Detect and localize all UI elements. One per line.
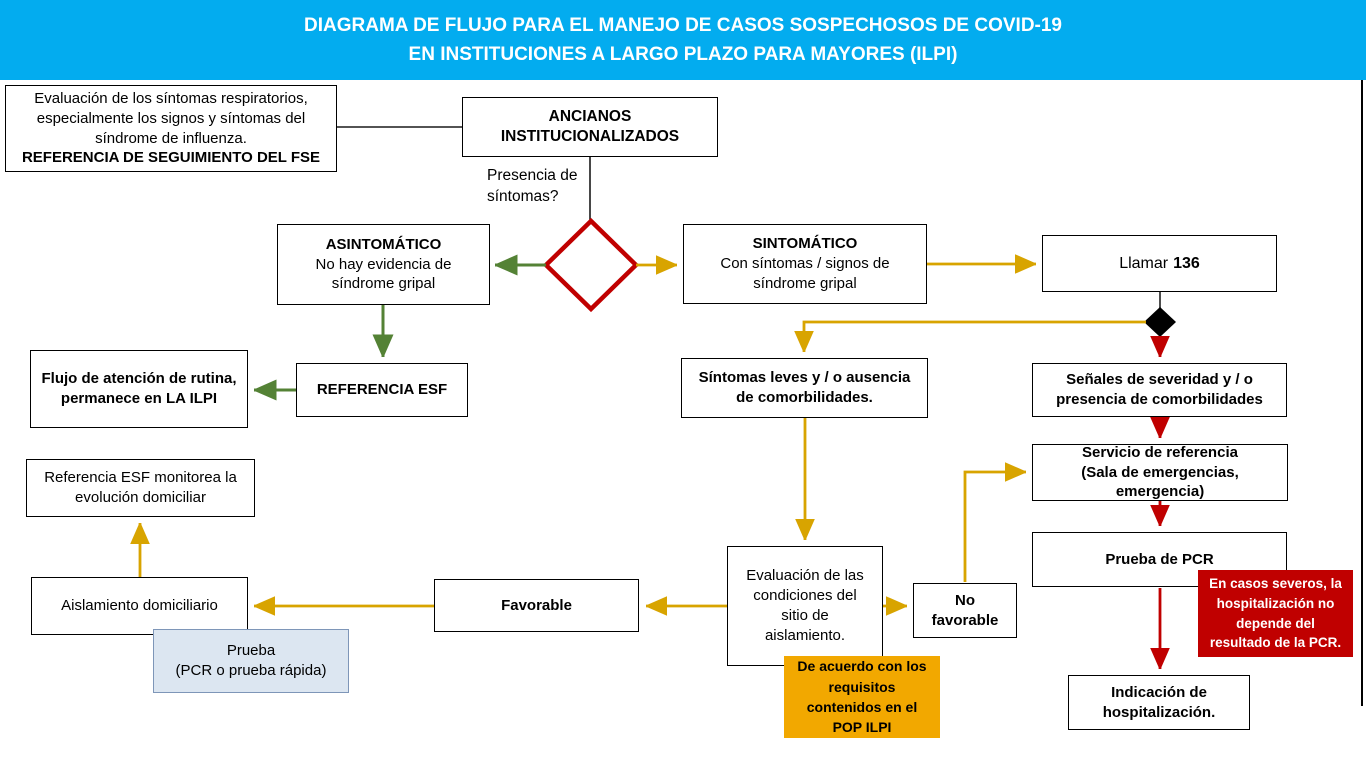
referencia-monitorea-label: Referencia ESF monitorea la evolución do… [44, 469, 237, 506]
referencia-esf-label: REFERENCIA ESF [316, 381, 448, 399]
sintomatico-title: SINTOMÁTICO [752, 235, 858, 253]
node-sintomas-leves: Síntomas leves y / o ausencia de comorbi… [681, 358, 928, 418]
llamar-prefix: Llamar [1119, 254, 1169, 272]
evaluacion-label: Evaluación de las condiciones del sitio … [746, 567, 864, 644]
node-flujo-rutina: Flujo de atención de rutina, permanece e… [30, 350, 248, 428]
ancianos-label: ANCIANOS INSTITUCIONALIZADOS [500, 107, 680, 145]
sintomatico-subtitle: Con síntomas / signos de síndrome gripal [720, 255, 890, 292]
node-sintomatico: SINTOMÁTICO Con síntomas / signos de sín… [683, 224, 927, 304]
note-casos-severos: En casos severos, la hospitalización no … [1198, 570, 1353, 657]
prueba-rapida-line1: Prueba [226, 642, 276, 660]
node-no-favorable: No favorable [913, 583, 1017, 638]
llamar-number: 136 [1173, 254, 1200, 272]
no-favorable-label: No favorable [931, 591, 999, 629]
senales-severidad-label: Señales de severidad y / o presencia de … [1056, 371, 1263, 408]
title-line-1: DIAGRAMA DE FLUJO PARA EL MANEJO DE CASO… [304, 14, 1062, 36]
title-line-2: EN INSTITUCIONES A LARGO PLAZO PARA MAYO… [408, 44, 958, 65]
note-prueba-rapida: Prueba (PCR o prueba rápida) [153, 629, 349, 693]
indicacion-label: Indicación de hospitalización. [1102, 683, 1216, 721]
servicio-referencia-line1: Servicio de referencia [1082, 443, 1238, 461]
title-banner: DIAGRAMA DE FLUJO PARA EL MANEJO DE CASO… [0, 0, 1366, 80]
prueba-pcr-label: Prueba de PCR [1105, 550, 1214, 568]
pop-ilpi-text: De acuerdo con los requisitos contenidos… [797, 658, 927, 736]
fse-note-text: Evaluación de los síntomas respiratorios… [34, 89, 308, 147]
decision-diamond [542, 217, 640, 313]
node-servicio-referencia: Servicio de referencia (Sala de emergenc… [1032, 444, 1288, 501]
favorable-label: Favorable [501, 596, 572, 614]
node-fse-note: Evaluación de los síntomas respiratorios… [5, 85, 337, 172]
node-senales-severidad: Señales de severidad y / o presencia de … [1032, 363, 1287, 417]
node-asintomatico: ASINTOMÁTICO No hay evidencia de síndrom… [277, 224, 490, 305]
arrow-junction-to-sintomas-leves [804, 320, 1146, 352]
servicio-referencia-line2: (Sala de emergencias, emergencia) [1081, 463, 1239, 501]
node-referencia-esf: REFERENCIA ESF [296, 363, 468, 417]
node-evaluacion-condiciones: Evaluación de las condiciones del sitio … [727, 546, 883, 666]
node-indicacion-hospitalizacion: Indicación de hospitalización. [1068, 675, 1250, 730]
aislamiento-label: Aislamiento domiciliario [61, 597, 218, 615]
asintomatico-subtitle: No hay evidencia de síndrome gripal [315, 255, 452, 293]
node-ancianos: ANCIANOS INSTITUCIONALIZADOS [462, 97, 718, 157]
node-referencia-monitorea: Referencia ESF monitorea la evolución do… [26, 459, 255, 517]
note-pop-ilpi: De acuerdo con los requisitos contenidos… [784, 656, 940, 738]
asintomatico-title: ASINTOMÁTICO [325, 235, 442, 253]
prueba-rapida-line2: (PCR o prueba rápida) [175, 662, 327, 679]
fse-note-bold-text: REFERENCIA DE SEGUIMIENTO DEL FSE [21, 149, 321, 167]
sintomas-leves-label: Síntomas leves y / o ausencia de comorbi… [698, 369, 911, 406]
node-favorable: Favorable [434, 579, 639, 632]
junction-diamond [1144, 307, 1176, 337]
node-aislamiento-domiciliario: Aislamiento domiciliario [31, 577, 248, 635]
decision-question-label: Presencia de síntomas? [487, 167, 578, 205]
note-casos-severos-text: En casos severos, la hospitalización no … [1209, 576, 1342, 651]
arrow-no-favorable-to-servicio [963, 472, 1026, 582]
node-llamar-136: Llamar 136 [1042, 235, 1277, 292]
flujo-rutina-label: Flujo de atención de rutina, permanece e… [41, 370, 237, 407]
